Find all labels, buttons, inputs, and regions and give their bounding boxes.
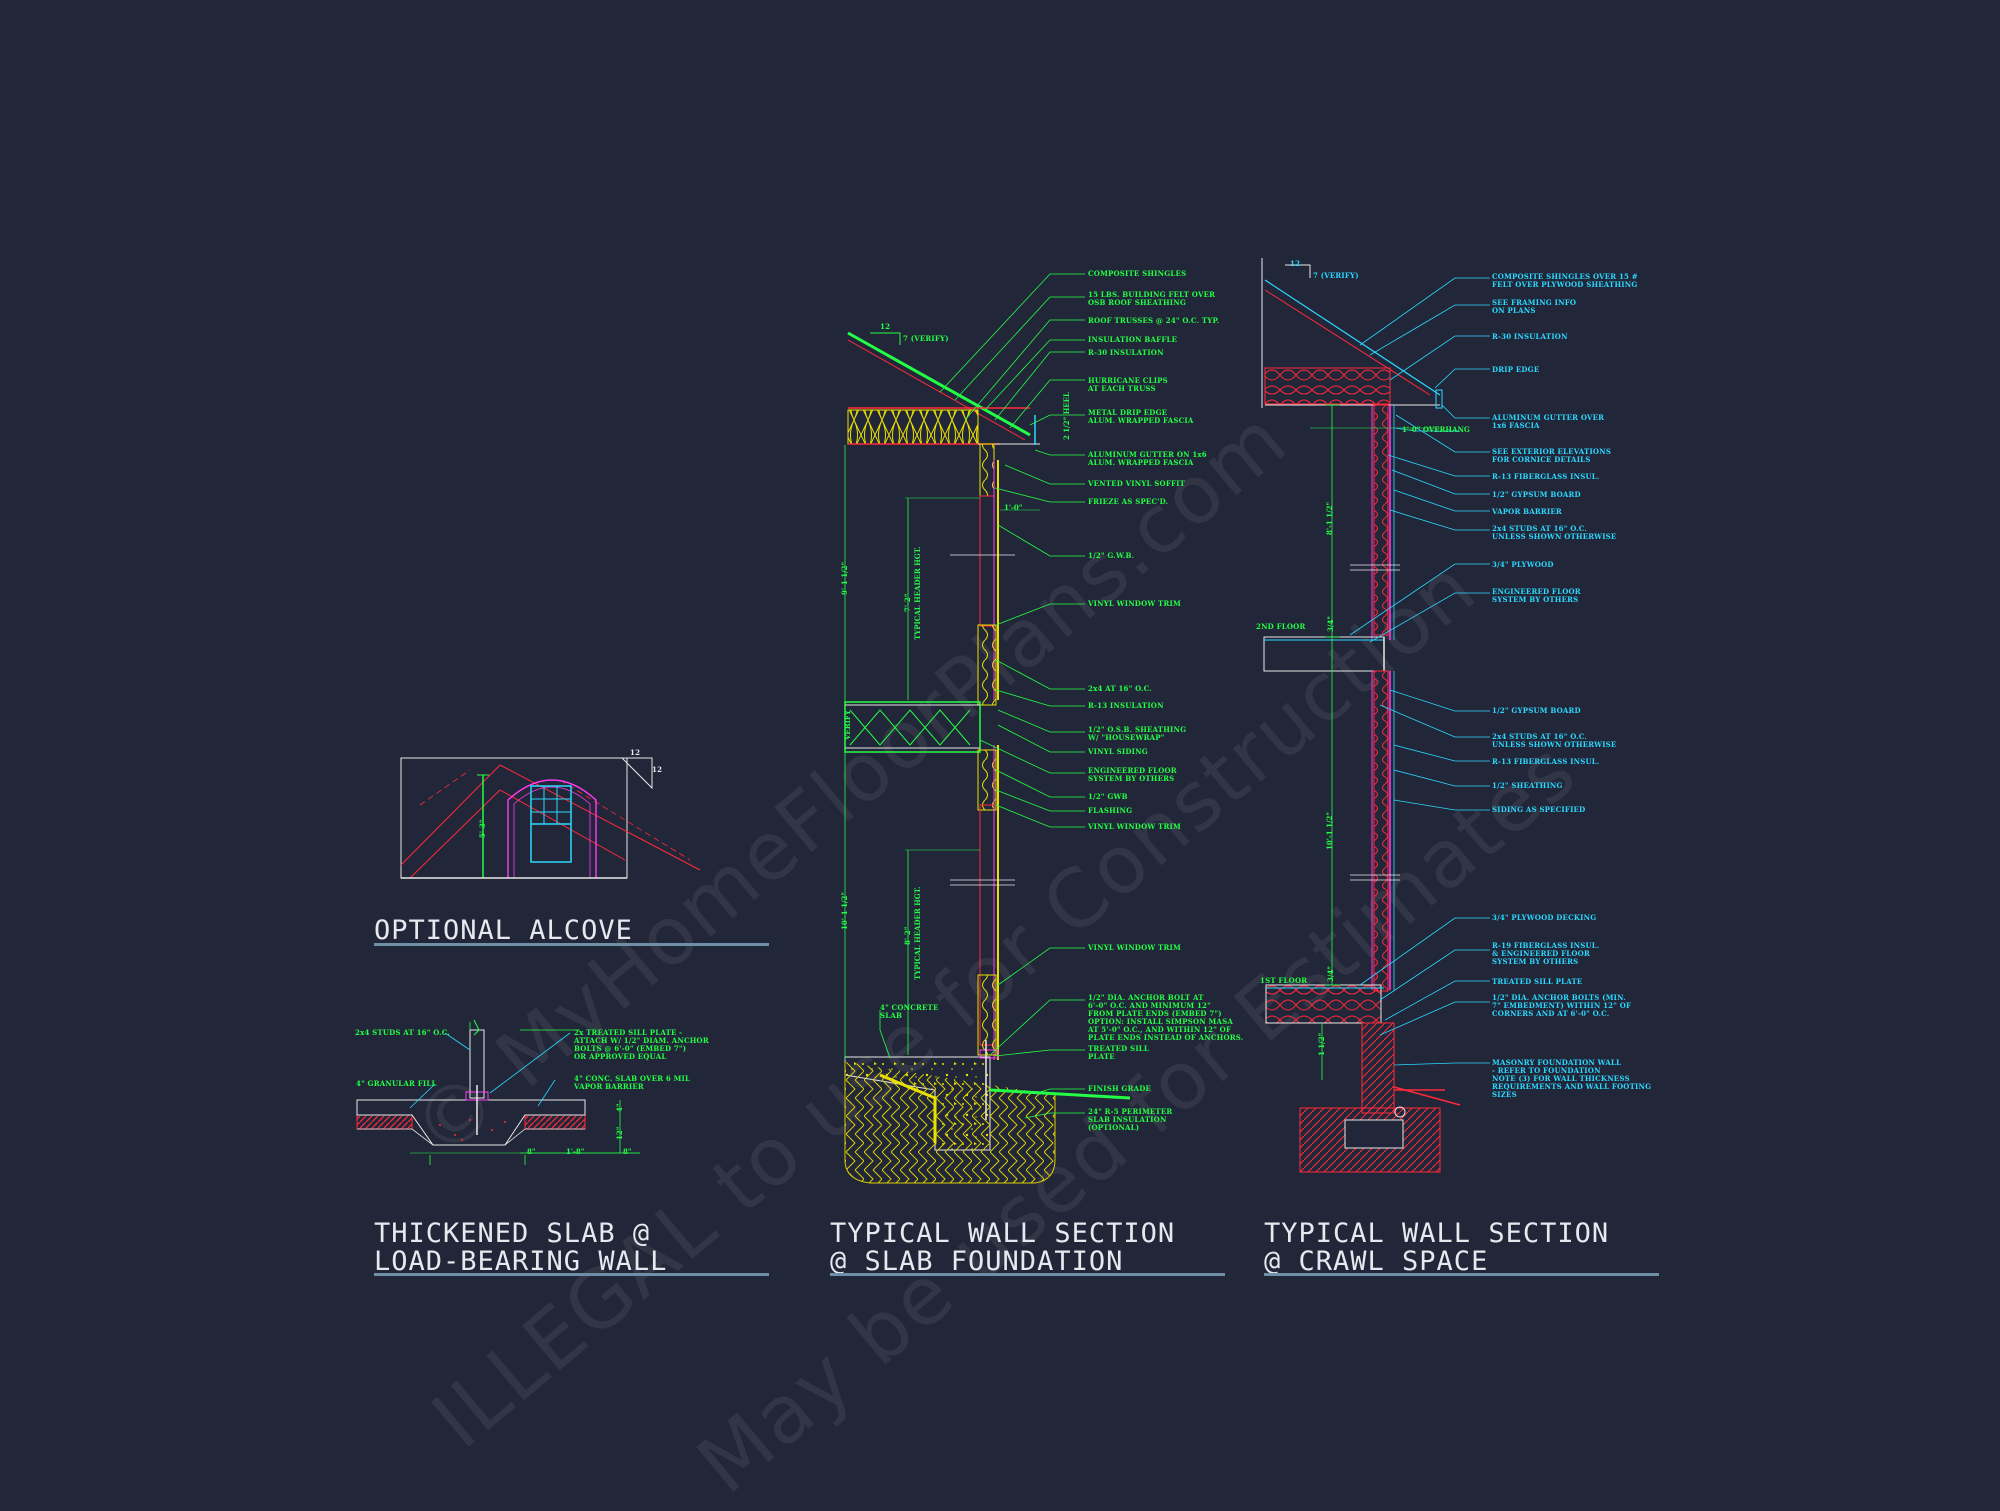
title-underline-wall-crawl bbox=[1264, 1273, 1659, 1276]
crawl-label-plywood: 3/4" PLYWOOD bbox=[1492, 560, 1554, 569]
slab-dim-header-label-1: TYPICAL HEADER HGT. bbox=[913, 546, 922, 640]
title-wall-slab-line1: TYPICAL WALL SECTION bbox=[830, 1218, 1176, 1249]
crawl-label-drip-edge: DRIP EDGE bbox=[1492, 365, 1540, 374]
crawl-label-masonry-foundation: MASONRY FOUNDATION WALL - REFER TO FOUND… bbox=[1492, 1058, 1652, 1099]
title-wall-crawl-line2: @ CRAWL SPACE bbox=[1264, 1246, 1489, 1277]
slab-dim-header-upper: 7'-2" bbox=[903, 593, 912, 612]
slab-dim-upper-height: 9'-1 1/2" bbox=[840, 561, 849, 595]
slab-label-concrete-slab: 4" CONCRETE SLAB bbox=[880, 1003, 939, 1020]
crawl-dim-deck-1: 3/4" bbox=[1326, 966, 1335, 982]
slab-label-aluminum-gutter: ALUMINUM GUTTER ON 1x6 ALUM. WRAPPED FAS… bbox=[1088, 450, 1207, 467]
crawl-label-framing-info: SEE FRAMING INFO ON PLANS bbox=[1492, 298, 1577, 315]
crawl-label-engineered-floor: ENGINEERED FLOOR SYSTEM BY OTHERS bbox=[1492, 587, 1581, 604]
slab-label-frieze: FRIEZE AS SPEC'D. bbox=[1088, 497, 1169, 506]
title-optional-alcove: OPTIONAL ALCOVE bbox=[374, 915, 633, 946]
thick-dim-right: 8" bbox=[623, 1147, 632, 1156]
slab-pitch-run: 12 bbox=[880, 322, 891, 331]
slab-label-vented-soffit: VENTED VINYL SOFFIT bbox=[1088, 479, 1186, 488]
slab-label-vinyl-window-trim-1: VINYL WINDOW TRIM bbox=[1088, 599, 1181, 608]
thick-label-studs: 2x4 STUDS AT 16" O.C. bbox=[355, 1028, 451, 1037]
slab-dim-heel: 2 1/2" HEEL bbox=[1062, 392, 1071, 440]
title-wall-slab-line2: @ SLAB FOUNDATION bbox=[830, 1246, 1124, 1277]
crawl-floor-2-label: 2ND FLOOR bbox=[1256, 622, 1306, 631]
slab-pitch-label: 7 (VERIFY) bbox=[903, 334, 949, 343]
alcove-pitch-rise: 12 bbox=[652, 765, 663, 774]
thickened-slab-drawing bbox=[356, 1019, 640, 1165]
slab-label-r30-insulation: R-30 INSULATION bbox=[1088, 348, 1164, 357]
crawl-label-studs-2: 2x4 STUDS AT 16" O.C. UNLESS SHOWN OTHER… bbox=[1492, 732, 1617, 749]
slab-dim-verify: VERIFY bbox=[843, 710, 852, 740]
crawl-floor-1-label: 1ST FLOOR bbox=[1260, 976, 1308, 985]
crawl-label-sheathing: 1/2" SHEATHING bbox=[1492, 781, 1563, 790]
slab-label-insulation-baffle: INSULATION BAFFLE bbox=[1088, 335, 1178, 344]
slab-label-treated-sill: TREATED SILL PLATE bbox=[1088, 1044, 1150, 1061]
crawl-label-r13-fiberglass-2: R-13 FIBERGLASS INSUL. bbox=[1492, 757, 1600, 766]
crawl-pitch-label: 7 (VERIFY) bbox=[1313, 271, 1359, 280]
slab-label-engineered-floor: ENGINEERED FLOOR SYSTEM BY OTHERS bbox=[1088, 766, 1177, 783]
thick-label-sill-plate: 2x TREATED SILL PLATE - ATTACH W/ 1/2" D… bbox=[574, 1028, 709, 1061]
slab-label-vinyl-window-trim-3: VINYL WINDOW TRIM bbox=[1088, 943, 1181, 952]
thick-label-granular-fill: 4" GRANULAR FILL bbox=[356, 1079, 437, 1088]
slab-label-metal-drip-edge: METAL DRIP EDGE ALUM. WRAPPED FASCIA bbox=[1088, 408, 1194, 425]
crawl-wall-section-drawing bbox=[1261, 258, 1490, 1173]
crawl-label-treated-sill: TREATED SILL PLATE bbox=[1492, 977, 1583, 986]
title-underline-wall-slab bbox=[830, 1273, 1225, 1276]
slab-label-hurricane-clips: HURRICANE CLIPS AT EACH TRUSS bbox=[1088, 376, 1168, 393]
slab-dim-header-label-2: TYPICAL HEADER HGT. bbox=[913, 886, 922, 980]
crawl-label-gypsum-2: 1/2" GYPSUM BOARD bbox=[1492, 706, 1581, 715]
thick-dim-center: 1'-8" bbox=[566, 1147, 585, 1156]
crawl-dim-lower: 10'-1 1/2" bbox=[1325, 811, 1334, 850]
slab-label-gwb: 1/2" G.W.B. bbox=[1088, 551, 1135, 560]
alcove-drawing bbox=[400, 757, 701, 879]
slab-label-2x4-studs: 2x4 AT 16" O.C. bbox=[1088, 684, 1152, 693]
crawl-label-siding: SIDING AS SPECIFIED bbox=[1492, 805, 1586, 814]
crawl-label-r13-fiberglass-1: R-13 FIBERGLASS INSUL. bbox=[1492, 472, 1600, 481]
slab-label-perimeter-insulation: 24" R-5 PERIMETER SLAB INSULATION (OPTIO… bbox=[1088, 1107, 1173, 1132]
alcove-dim-height: 5'-3" bbox=[478, 819, 487, 838]
slab-dim-header-lower: 8'-2" bbox=[903, 926, 912, 945]
crawl-dim-upper: 8'-1 1/2" bbox=[1325, 501, 1334, 535]
slab-label-building-felt: 15 LBS. BUILDING FELT OVER OSB ROOF SHEA… bbox=[1088, 290, 1216, 307]
slab-label-composite-shingles: COMPOSITE SHINGLES bbox=[1088, 269, 1187, 278]
title-thickened-slab-line2: LOAD-BEARING WALL bbox=[374, 1246, 668, 1277]
slab-dim-lower-height: 10'-1 1/2" bbox=[840, 891, 849, 930]
slab-label-finish-grade: FINISH GRADE bbox=[1088, 1084, 1152, 1093]
slab-label-gwb-2: 1/2" GWB bbox=[1088, 792, 1128, 801]
slab-label-flashing: FLASHING bbox=[1088, 806, 1133, 815]
crawl-label-anchor-bolts: 1/2" DIA. ANCHOR BOLTS (MIN. 7" EMBEDMEN… bbox=[1492, 993, 1632, 1018]
crawl-label-composite-shingles: COMPOSITE SHINGLES OVER 15 # FELT OVER P… bbox=[1492, 272, 1638, 289]
crawl-dim-deck-2: 3/4" bbox=[1326, 616, 1335, 632]
crawl-label-vapor-barrier: VAPOR BARRIER bbox=[1492, 507, 1562, 516]
slab-label-anchor-bolt: 1/2" DIA. ANCHOR BOLT AT 6'-0" O.C. AND … bbox=[1088, 993, 1244, 1042]
slab-label-roof-trusses: ROOF TRUSSES @ 24" O.C. TYP. bbox=[1088, 316, 1220, 325]
crawl-dim-sill: 1 1/2" bbox=[1317, 1032, 1326, 1056]
crawl-label-studs-1: 2x4 STUDS AT 16" O.C. UNLESS SHOWN OTHER… bbox=[1492, 524, 1617, 541]
crawl-dim-overhang: 1'-0" OVERHANG bbox=[1402, 425, 1470, 434]
thick-dim-slab: 4" bbox=[615, 1103, 624, 1112]
crawl-label-r19-fiberglass: R-19 FIBERGLASS INSUL. & ENGINEERED FLOO… bbox=[1492, 941, 1600, 966]
crawl-label-exterior-elevations: SEE EXTERIOR ELEVATIONS FOR CORNICE DETA… bbox=[1492, 447, 1612, 464]
crawl-label-gypsum-1: 1/2" GYPSUM BOARD bbox=[1492, 490, 1581, 499]
title-underline-thickened-slab bbox=[374, 1273, 769, 1276]
crawl-pitch-run: 12 bbox=[1290, 259, 1301, 268]
alcove-pitch-run: 12 bbox=[630, 748, 641, 757]
thick-dim-depth: 12" bbox=[615, 1126, 624, 1140]
title-thickened-slab-line1: THICKENED SLAB @ bbox=[374, 1218, 651, 1249]
slab-label-vinyl-window-trim-2: VINYL WINDOW TRIM bbox=[1088, 822, 1181, 831]
crawl-label-plywood-decking: 3/4" PLYWOOD DECKING bbox=[1492, 913, 1597, 922]
slab-wall-section-drawing bbox=[844, 273, 1131, 1184]
slab-label-osb-sheathing: 1/2" O.S.B. SHEATHING W/ "HOUSEWRAP" bbox=[1088, 725, 1187, 742]
slab-dim-overhang: 1'-0" bbox=[1004, 503, 1023, 512]
slab-label-vinyl-siding: VINYL SIDING bbox=[1088, 747, 1148, 756]
crawl-label-aluminum-gutter: ALUMINUM GUTTER OVER 1x6 FASCIA bbox=[1492, 413, 1605, 430]
title-underline-alcove bbox=[374, 943, 769, 946]
title-wall-crawl-line1: TYPICAL WALL SECTION bbox=[1264, 1218, 1610, 1249]
thick-dim-left: 8" bbox=[527, 1147, 536, 1156]
crawl-label-r30-insulation: R-30 INSULATION bbox=[1492, 332, 1568, 341]
thick-label-conc-slab: 4" CONC. SLAB OVER 6 MIL VAPOR BARRIER bbox=[574, 1074, 691, 1091]
slab-label-r13-insulation: R-13 INSULATION bbox=[1088, 701, 1164, 710]
